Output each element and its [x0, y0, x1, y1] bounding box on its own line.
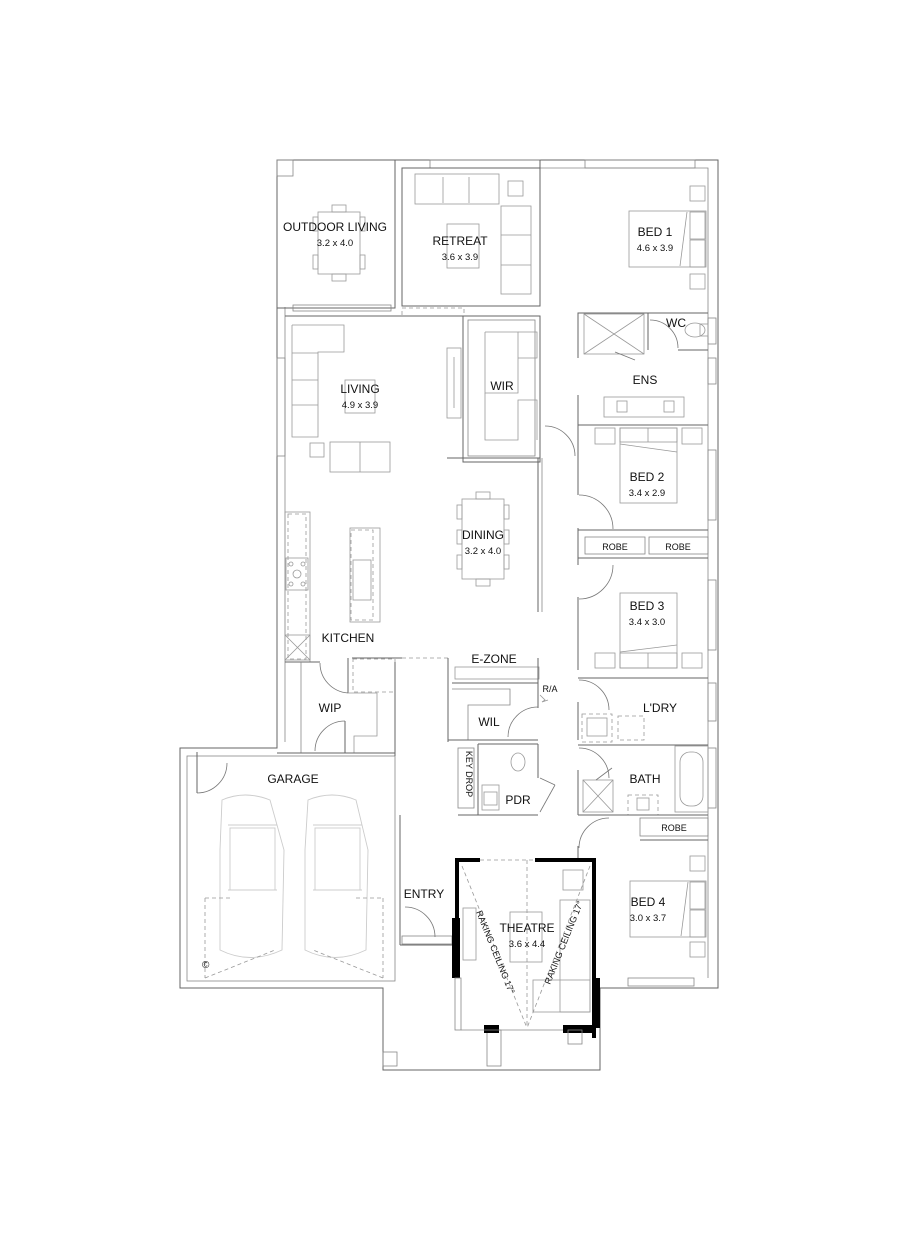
room-living: LIVING 4.9 x 3.9 [285, 315, 463, 473]
room-wir: WIR [447, 315, 541, 463]
toilet-icon [684, 322, 706, 338]
room-theatre: THEATRE 3.6 x 4.4 RAKING CEILING 17° RAK… [452, 858, 600, 1045]
room-retreat: RETREAT 3.6 x 3.9 [401, 167, 541, 317]
room-label-kitchen: KITCHEN [322, 631, 375, 645]
room-label-wir: WIR [490, 379, 514, 393]
room-label-pdr: PDR [505, 793, 531, 807]
room-label-theatre: THEATRE [499, 921, 554, 935]
room-label-bath: BATH [629, 772, 660, 786]
return-air-label: R/A [542, 684, 557, 694]
room-outdoor-living: OUTDOOR LIVING 3.2 x 4.0 [276, 159, 396, 312]
car-icon [219, 794, 285, 958]
room-dims-retreat: 3.6 x 3.9 [442, 252, 478, 263]
room-label-key-drop: KEY DROP [464, 751, 474, 797]
room-label-robe: ROBE [661, 823, 687, 833]
room-label-bed4: BED 4 [631, 895, 666, 909]
cooktop-icon [285, 557, 309, 591]
robe-bed4: ROBE [578, 817, 709, 849]
room-garage: © GARAGE [196, 752, 384, 979]
room-label-dining: DINING [462, 528, 504, 542]
room-laundry: L'DRY [578, 679, 708, 746]
room-label-robe: ROBE [665, 542, 691, 552]
car-icon [304, 794, 369, 958]
room-kitchen: KITCHEN [284, 511, 381, 663]
room-pdr: KEY DROP PDR [457, 743, 556, 816]
room-label-ldry: L'DRY [643, 701, 677, 715]
room-label-entry: ENTRY [404, 887, 444, 901]
outer-walls [179, 159, 719, 1071]
room-dims-dining: 3.2 x 4.0 [465, 546, 501, 557]
room-label-robe: ROBE [602, 542, 628, 552]
room-wip: WIP [277, 657, 448, 756]
room-dining: DINING 3.2 x 4.0 [456, 491, 510, 587]
room-label-bed2: BED 2 [630, 470, 665, 484]
room-label-retreat: RETREAT [432, 234, 488, 248]
room-wil: WIL [448, 688, 539, 741]
room-ensuite: WC ENS [577, 312, 709, 426]
room-dims-theatre: 3.6 x 4.4 [509, 939, 545, 950]
room-label-bed1: BED 1 [638, 225, 673, 239]
room-dims-bed3: 3.4 x 3.0 [629, 617, 665, 628]
room-entry: ENTRY [382, 815, 502, 1067]
robes-bed2-bed3: ROBE ROBE [578, 536, 709, 600]
room-label-living: LIVING [340, 382, 379, 396]
room-bed2: BED 2 3.4 x 2.9 [578, 427, 708, 531]
room-dims-bed2: 3.4 x 2.9 [629, 488, 665, 499]
toilet-icon [510, 752, 526, 772]
room-label-bed3: BED 3 [630, 599, 665, 613]
room-dims-bed1: 4.6 x 3.9 [637, 243, 673, 254]
room-label-ens: ENS [633, 373, 658, 387]
room-dims-outdoor-living: 3.2 x 4.0 [317, 238, 353, 249]
room-bath: BATH [578, 745, 709, 816]
room-dims-living: 4.9 x 3.9 [342, 400, 378, 411]
room-bed3: BED 3 3.4 x 3.0 [578, 592, 708, 679]
hall-walls [537, 425, 579, 858]
room-e-zone: E-ZONE R/A [447, 652, 558, 742]
room-dims-bed4: 3.0 x 3.7 [630, 913, 666, 924]
room-bed1: BED 1 4.6 x 3.9 [539, 160, 707, 306]
room-label-wil: WIL [478, 715, 500, 729]
room-label-wc: WC [666, 316, 686, 330]
room-label-outdoor-living: OUTDOOR LIVING [283, 220, 387, 234]
room-bed4: BED 4 3.0 x 3.7 [629, 855, 707, 958]
raking-ceiling-right-label: RAKING CEILING 17° [543, 899, 586, 986]
room-label-e-zone: E-ZONE [471, 652, 516, 666]
hws-symbol: © [202, 960, 210, 971]
room-label-wip: WIP [319, 701, 342, 715]
room-label-garage: GARAGE [267, 772, 318, 786]
